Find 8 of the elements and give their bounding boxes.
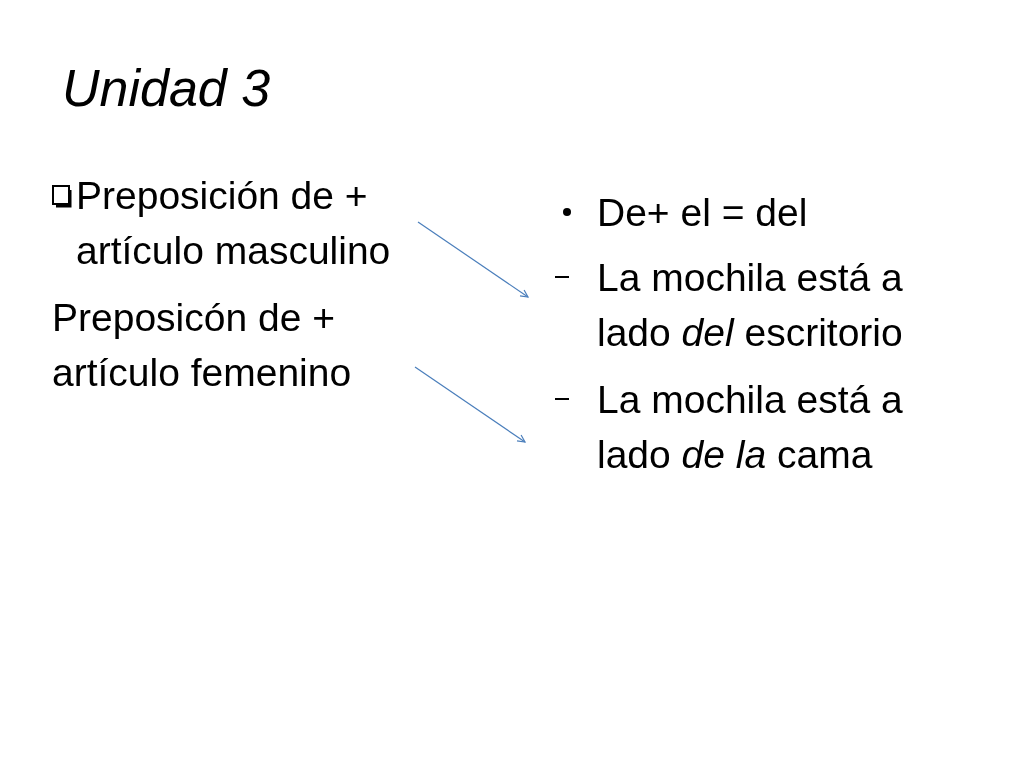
list-item-text: Preposicón de + artículo femenino	[52, 295, 353, 396]
slide-title: Unidad 3	[62, 60, 271, 116]
arrow	[414, 366, 526, 443]
list-item-text: De+ el = del	[597, 190, 808, 236]
list-item-text: La mochila está a lado del escritorio	[597, 255, 904, 356]
list-item-text: La mochila está a lado de la cama	[597, 377, 904, 478]
list-item-text: Preposición de + artículo masculino	[76, 173, 392, 274]
arrow	[417, 221, 529, 298]
